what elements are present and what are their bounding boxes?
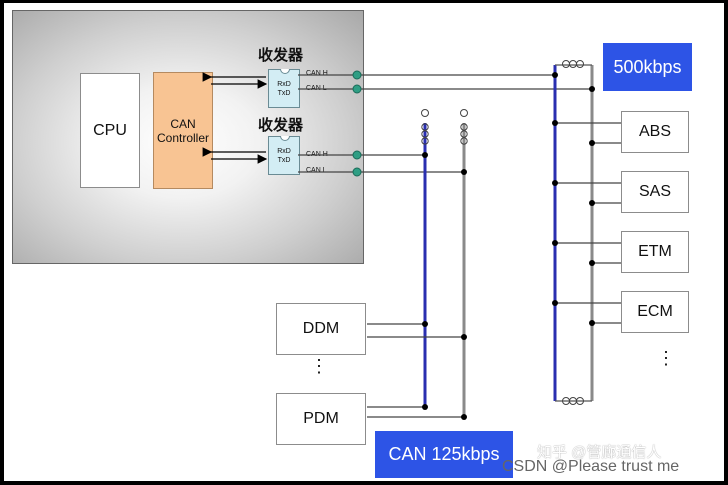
watermark-csdn: CSDN @Please trust me (502, 458, 680, 475)
transceiver-title-2: 收发器 (258, 116, 304, 134)
ecu-module: CPU CAN Controller 收发器 RxD TxD CAN H CAN… (12, 10, 364, 264)
can-h-label-1: CAN H (306, 70, 328, 77)
can-lines-500k (298, 74, 592, 173)
watermark-zhihu: 知乎 @管廊通信人 (537, 444, 662, 461)
transceiver-2-tx: TxD (277, 156, 291, 164)
can-controller-label-line1: CAN (170, 116, 196, 131)
junction-dots (422, 72, 595, 420)
node-etm: ETM (621, 231, 689, 273)
controller-transceiver-arrows (202, 72, 268, 164)
wiring-diagram (202, 60, 621, 420)
transceiver-title-1: 收发器 (258, 46, 304, 64)
transceiver-2: RxD TxD (268, 136, 300, 175)
connector-dots (352, 70, 362, 177)
cpu-block: CPU (80, 73, 140, 188)
more-nodes-125k: ⋮ (310, 356, 328, 376)
node-pdm: PDM (276, 393, 366, 445)
diagram-canvas: CPU CAN Controller 收发器 RxD TxD CAN H CAN… (4, 3, 724, 481)
transceiver-1-tx: TxD (277, 89, 291, 97)
transceiver-1-rx: RxD (277, 80, 291, 88)
node-ecm: ECM (621, 291, 689, 333)
can-controller-block: CAN Controller (153, 72, 213, 189)
resistor-icon (421, 109, 468, 145)
node-stubs-500k (555, 122, 621, 324)
can-l-label-2: CAN L (306, 167, 327, 174)
speed-badge-500k: 500kbps (603, 43, 692, 91)
resistor-icon (562, 60, 584, 405)
more-nodes-500k: ⋮ (657, 348, 675, 368)
speed-badge-125k: CAN 125kbps (375, 431, 513, 478)
node-stubs-125k (367, 323, 464, 418)
transceiver-2-rx: RxD (277, 147, 291, 155)
can-controller-label-line2: Controller (156, 130, 210, 145)
node-sas: SAS (621, 171, 689, 213)
node-abs: ABS (621, 111, 689, 153)
node-ddm: DDM (276, 303, 366, 355)
